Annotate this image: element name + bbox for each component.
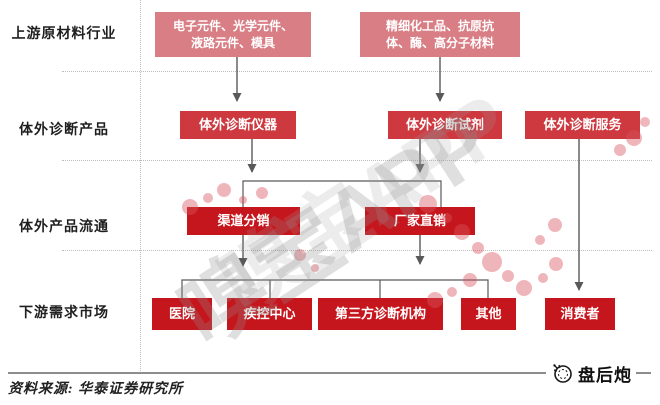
rail-to-circulation xyxy=(242,180,442,207)
panhoupao-logo: 盘后炮 xyxy=(546,360,636,386)
box-direct-sales: 厂家直销 xyxy=(365,207,475,235)
row-divider-3 xyxy=(62,250,652,251)
row-divider-1 xyxy=(62,71,652,72)
source-note: 资料来源: 华泰证券研究所 xyxy=(8,382,184,397)
footer-divider xyxy=(8,372,651,374)
watermark-text-back: 嗅宝APP xyxy=(204,77,525,329)
box-ivd-reagents: 体外诊断试剂 xyxy=(388,111,502,139)
box-consumers: 消费者 xyxy=(545,298,615,330)
stage-label-circulation: 体外产品流通 xyxy=(19,218,109,234)
rail-to-market xyxy=(181,279,489,298)
row-divider-2 xyxy=(62,160,652,161)
stage-label-market: 下游需求市场 xyxy=(19,304,109,320)
box-hospital: 医院 xyxy=(152,298,212,330)
box-third-party: 第三方诊断机构 xyxy=(318,298,443,330)
label-column-divider xyxy=(140,0,141,373)
box-ivd-instruments: 体外诊断仪器 xyxy=(180,111,296,139)
box-fine-chemicals: 精细化工品、抗原抗 体、酶、高分子材料 xyxy=(360,12,520,57)
box-other: 其他 xyxy=(461,298,516,330)
box-channel-distribution: 渠道分销 xyxy=(187,207,300,235)
cannonball-icon xyxy=(553,364,572,383)
stage-label-products: 体外诊断产品 xyxy=(19,121,109,137)
logo-text: 盘后炮 xyxy=(578,365,632,385)
stage-label-upstream: 上游原材料行业 xyxy=(11,25,117,41)
box-ivd-services: 体外诊断服务 xyxy=(525,111,640,139)
box-components: 电子元件、光学元件、 液路元件、模具 xyxy=(155,12,311,57)
box-cdc: 疾控中心 xyxy=(227,298,312,330)
